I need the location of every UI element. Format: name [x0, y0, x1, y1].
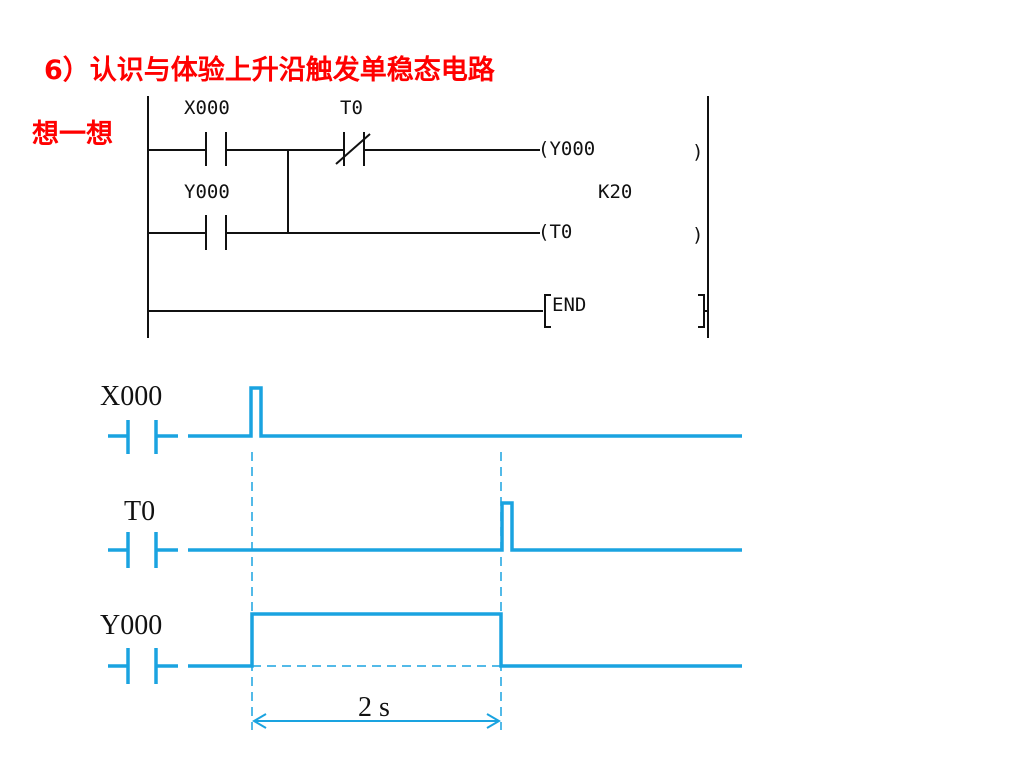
think-label: 想一想	[32, 119, 113, 150]
end-right-bracket	[698, 294, 705, 328]
timer-preset-label: K20	[598, 181, 632, 203]
contact-t0-slash	[335, 133, 371, 165]
signal-x000-label: X000	[100, 381, 162, 412]
contact-t0-label: T0	[340, 97, 363, 119]
arrow-right-head	[486, 713, 501, 729]
timing-diagram	[108, 386, 742, 684]
contact-y000-label: Y000	[184, 181, 230, 203]
end-left-bracket	[544, 294, 551, 328]
coil-t0-label: (T0	[538, 221, 572, 243]
t0-contact-icon	[108, 532, 178, 568]
slide-title: 6）认识与体验上升沿触发单稳态电路	[44, 55, 495, 86]
y000-waveform	[188, 612, 742, 668]
coil-t0-end: )	[692, 224, 703, 246]
ladder-diagram	[147, 96, 709, 338]
x000-waveform	[188, 386, 742, 438]
x000-contact-icon	[108, 420, 178, 454]
duration-arrow	[252, 713, 501, 729]
duration-label: 2 s	[358, 692, 390, 723]
t0-waveform	[188, 501, 742, 552]
timing-guides	[251, 452, 502, 730]
coil-y000-end: )	[692, 141, 703, 163]
coil-y000-label: (Y000	[538, 138, 595, 160]
signal-t0-label: T0	[124, 496, 155, 527]
contact-x000-label: X000	[184, 97, 230, 119]
signal-y000-label: Y000	[100, 610, 162, 641]
y000-contact-icon	[108, 648, 178, 684]
end-instruction-label: END	[552, 294, 586, 316]
arrow-left-head	[252, 713, 267, 729]
